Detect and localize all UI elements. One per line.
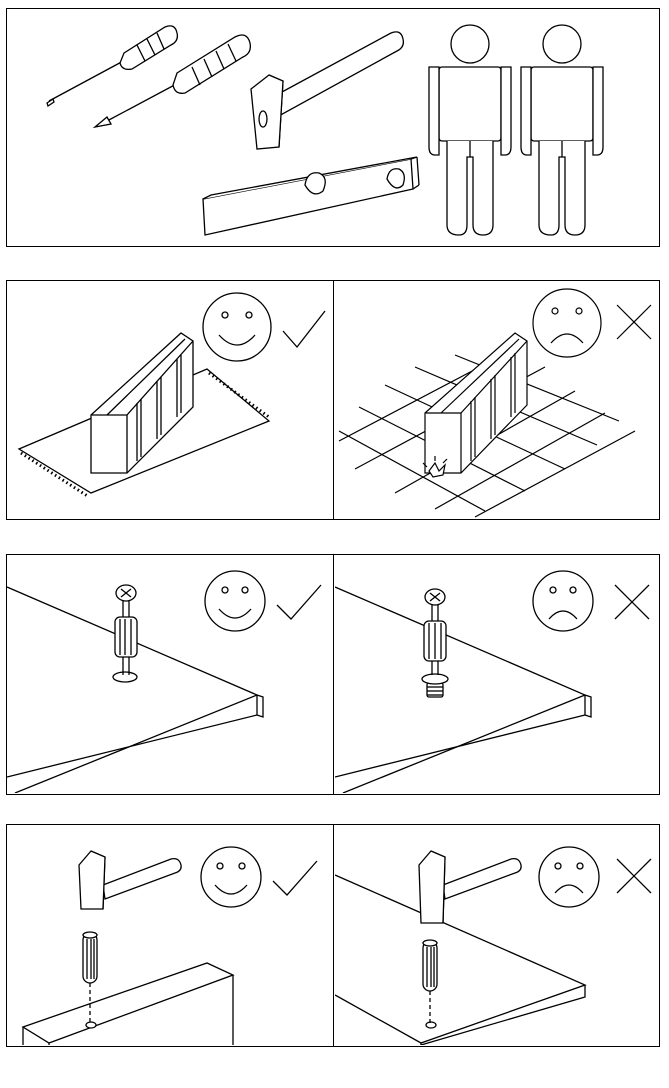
- happy-face-icon: [205, 571, 265, 631]
- happy-face-icon: [203, 293, 271, 361]
- panel-board-icon: [23, 963, 233, 1045]
- surface-correct-cell: [7, 281, 333, 519]
- phillips-screwdriver-icon: [95, 35, 250, 127]
- check-mark-icon: [283, 311, 325, 347]
- hammer-icon: [419, 851, 521, 923]
- hammer-icon: [251, 32, 403, 149]
- sad-face-icon: [533, 289, 601, 357]
- hammer-icon: [79, 851, 181, 909]
- cam-bolt-wrong-illustration: [335, 555, 658, 793]
- check-mark-icon: [273, 861, 317, 895]
- surface-correct-illustration: [7, 281, 333, 518]
- cross-mark-icon: [617, 859, 651, 893]
- cell-divider: [333, 555, 334, 794]
- wooden-dowel-icon: [83, 932, 97, 1023]
- flathead-screwdriver-icon: [47, 26, 177, 106]
- panel-board-icon: [335, 587, 591, 793]
- shelf-unit-icon: [425, 333, 527, 473]
- cell-divider: [333, 825, 334, 1046]
- surface-wrong-illustration: [335, 281, 658, 518]
- dowel-panel: [6, 824, 660, 1047]
- happy-face-icon: [201, 847, 261, 907]
- sad-face-icon: [533, 571, 593, 631]
- cam-bolt-correct-illustration: [7, 555, 333, 793]
- person-icon: [521, 25, 603, 235]
- surface-wrong-cell: [335, 281, 658, 519]
- sad-face-icon: [539, 847, 599, 907]
- cam-bolt-correct-cell: [7, 555, 333, 794]
- tools-panel: [6, 8, 660, 247]
- surface-panel: [6, 280, 660, 520]
- shelf-unit-icon: [91, 333, 193, 473]
- dowel-correct-cell: [7, 825, 333, 1046]
- cross-mark-icon: [617, 305, 651, 339]
- cam-bolt-icon: [422, 589, 448, 697]
- cam-bolt-icon: [113, 585, 137, 682]
- panel-board-icon: [335, 875, 585, 1045]
- dowel-wrong-illustration: [335, 825, 658, 1045]
- wooden-dowel-icon: [423, 940, 437, 1023]
- check-mark-icon: [277, 585, 321, 619]
- scratch-mark-icon: [423, 456, 447, 477]
- cam-bolt-wrong-cell: [335, 555, 658, 794]
- panel-board-icon: [7, 587, 263, 793]
- spirit-level-icon: [203, 157, 419, 235]
- cross-mark-icon: [615, 585, 649, 619]
- person-icon: [429, 25, 511, 235]
- dowel-wrong-cell: [335, 825, 658, 1046]
- dowel-correct-illustration: [7, 825, 333, 1045]
- tools-illustration: [7, 9, 658, 245]
- cam-bolt-panel: [6, 554, 660, 795]
- cell-divider: [333, 281, 334, 519]
